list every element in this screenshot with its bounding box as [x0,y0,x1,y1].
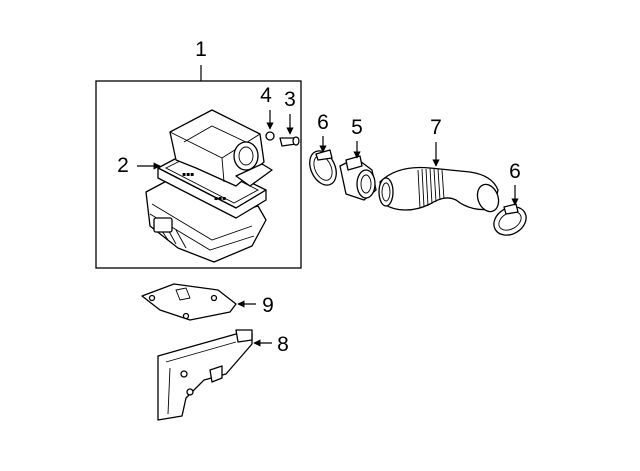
callout-1: 1 [195,38,207,61]
callout-6-right: 6 [509,160,521,183]
assembly-group-1: 1 [95,38,302,269]
callout-2: 2 [117,154,129,177]
callout-8: 8 [277,333,289,356]
callout-9: 9 [262,294,274,317]
sensor-part-3: 3 [279,88,300,147]
lower-housing [145,175,267,263]
hose-clamp-right: 6 [493,160,527,236]
callout-6-left: 6 [317,111,329,134]
grommet-part-4: 4 [260,84,275,141]
svg-text:▪▪▪: ▪▪▪ [214,195,226,202]
intake-duct: 7 [378,116,500,213]
mass-air-flow-sensor: 5 [339,116,377,201]
support-bracket-part-8: 8 [157,329,289,421]
bracket-plate-part-9: 9 [141,283,274,321]
callout-5: 5 [351,116,363,139]
callout-3: 3 [284,88,296,111]
svg-text:▪▪▪: ▪▪▪ [182,171,194,178]
upper-cover [169,109,273,187]
hose-clamp-left: 6 [309,111,337,186]
callout-group-2: 2 [117,154,161,177]
callout-7: 7 [430,116,442,139]
assembly-frame [95,80,302,269]
callout-4: 4 [260,84,272,107]
